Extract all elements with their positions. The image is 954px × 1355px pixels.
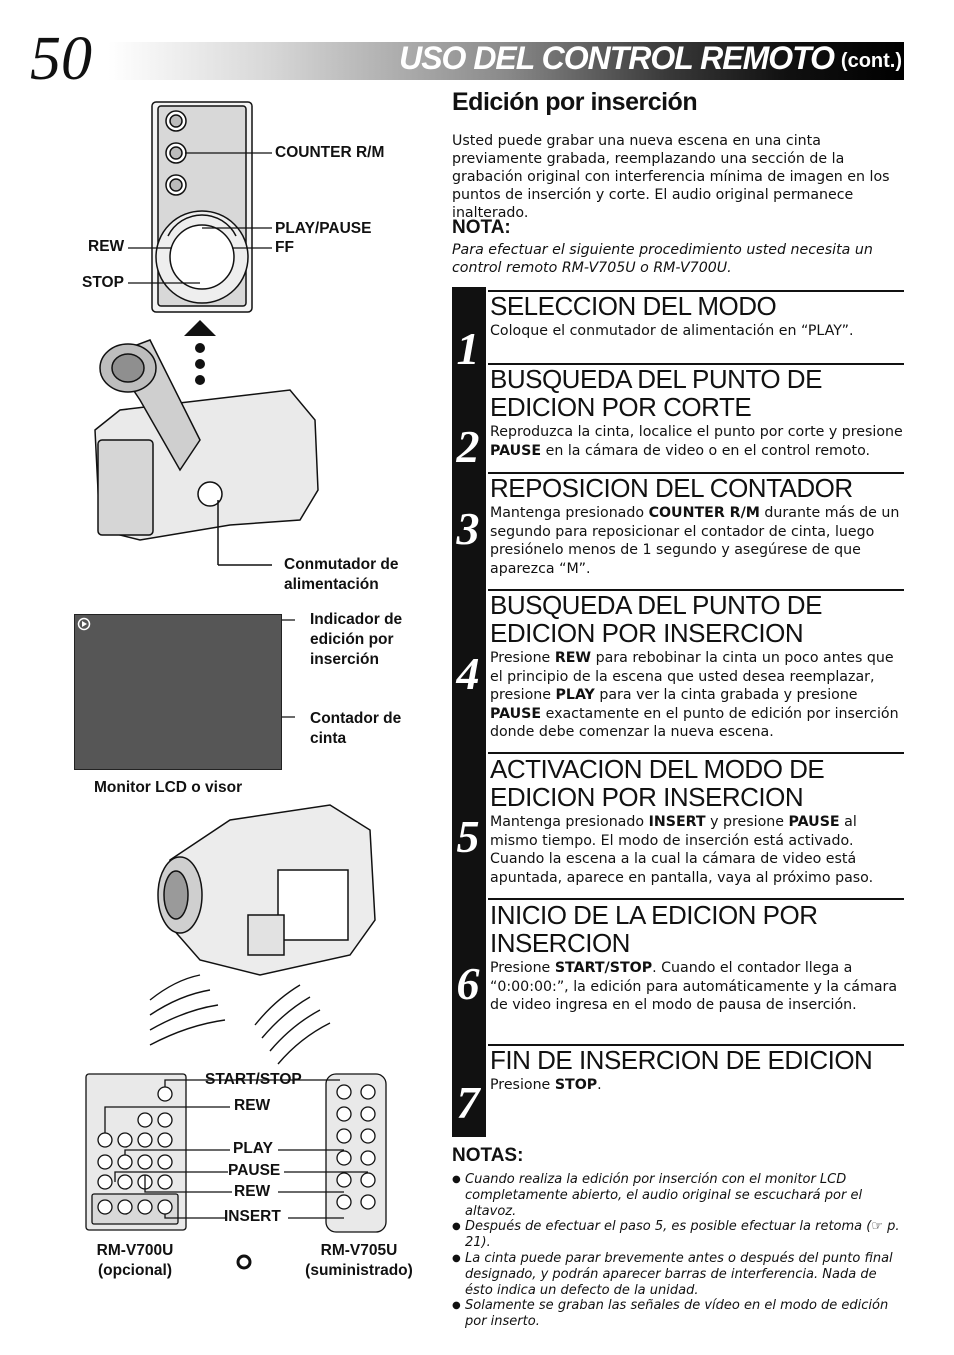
label-tape-counter: Contador de cinta xyxy=(310,710,402,747)
step-body: Presione REW para rebobinar la cinta un … xyxy=(490,649,904,742)
step-body: Presione START/STOP. Cuando el contador … xyxy=(490,959,904,1015)
step-text: Presione xyxy=(490,650,555,666)
label-monitor: Monitor LCD o visor xyxy=(94,779,243,796)
label-insert-indicator: Indicador de edición por inserción xyxy=(310,611,403,668)
step-text: . xyxy=(597,1077,602,1093)
or-circle-icon xyxy=(236,1254,252,1270)
camcorder-illustration xyxy=(94,339,319,566)
step-rule xyxy=(488,752,904,754)
label-ff: FF xyxy=(275,239,294,256)
step-keyword: PAUSE xyxy=(490,442,542,459)
label-start-stop: START/STOP xyxy=(205,1071,302,1088)
remote-rm-v705u-illustration xyxy=(325,1073,387,1233)
label-remote-rm-v700u: RM-V700U (opcional) xyxy=(96,1242,174,1279)
label-stop: STOP xyxy=(82,274,124,291)
step-number: 3 xyxy=(456,503,480,554)
step-text: para rebobinar la cinta un poco antes qu… xyxy=(490,650,894,703)
step-keyword: PAUSE xyxy=(490,705,542,722)
step-body: Mantenga presionado COUNTER R/M durante … xyxy=(490,504,904,578)
notas-list: Cuando realiza la edición por inserción … xyxy=(452,1172,902,1330)
step-text: durante más de un segundo para reposicio… xyxy=(490,505,900,577)
label-pause: PAUSE xyxy=(228,1162,281,1179)
signal-arrow-icon xyxy=(184,320,216,385)
label-counter-rm: COUNTER R/M xyxy=(275,144,385,161)
label-rew: REW xyxy=(88,238,125,255)
step-number: 7 xyxy=(456,1077,480,1128)
step-text: al mismo tiempo. El modo de inserción es… xyxy=(490,814,874,886)
step-body: Reproduzca la cinta, localice el punto p… xyxy=(490,423,904,460)
step-body: Mantenga presionado INSERT y presione PA… xyxy=(490,813,904,887)
step-title: INICIO DE LA EDICION POR INSERCION xyxy=(490,900,818,958)
header-bar xyxy=(108,42,904,80)
step-keyword: STOP xyxy=(554,1077,598,1093)
nota-item: Después de efectuar el paso 5, es posibl… xyxy=(452,1219,902,1251)
step-keyword: COUNTER R/M xyxy=(648,505,760,521)
label-power-switch: Conmutador de alimentación xyxy=(284,556,399,593)
label-rew-3: REW xyxy=(234,1183,271,1200)
step-title: BUSQUEDA DEL PUNTO DE EDICION POR INSERC… xyxy=(490,590,822,648)
step-text: Mantenga presionado xyxy=(490,505,649,521)
nota-item: Solamente se graban las señales de vídeo… xyxy=(452,1298,902,1330)
step-text: Reproduzca la cinta, localice el punto p… xyxy=(490,424,903,440)
page-title: USO DEL CONTROL REMOTO xyxy=(399,40,835,76)
step-keyword: START/STOP xyxy=(554,960,653,976)
step-number: 1 xyxy=(456,323,480,374)
step-number: 4 xyxy=(456,648,480,699)
step-keyword: INSERT xyxy=(648,814,706,830)
step-number: 6 xyxy=(456,958,480,1009)
steps-sidebar xyxy=(452,287,486,1137)
page-title-suffix: (cont.) xyxy=(840,50,902,72)
step-title: ACTIVACION DEL MODO DE EDICION POR INSER… xyxy=(490,754,825,812)
step-keyword: PAUSE xyxy=(788,814,840,830)
step-title: SELECCION DEL MODO xyxy=(490,291,777,321)
label-play: PLAY xyxy=(233,1140,273,1157)
step-text: para ver la cinta grabada y presione xyxy=(594,687,858,703)
lcd-monitor-screen xyxy=(74,614,282,770)
nota-item: Cuando realiza la edición por inserción … xyxy=(452,1172,902,1219)
step-rule xyxy=(488,589,904,591)
step-title: BUSQUEDA DEL PUNTO DE EDICION POR CORTE xyxy=(490,364,822,422)
section-title: Edición por inserción xyxy=(452,88,698,116)
step-number: 2 xyxy=(456,421,480,472)
infrared-waves-icon xyxy=(149,974,331,1065)
page-number: 50 xyxy=(30,25,92,93)
notas-heading: NOTAS: xyxy=(452,1145,524,1166)
remote-control-illustration xyxy=(151,101,253,313)
step-number: 5 xyxy=(456,811,480,862)
step-rule xyxy=(488,363,904,365)
label-rew-2: REW xyxy=(234,1097,271,1114)
step-keyword: REW xyxy=(554,650,592,666)
nota-heading: NOTA: xyxy=(452,217,511,238)
camcorder-illustration-2 xyxy=(157,804,376,976)
step-text: . Cuando el contador llega a “0:00:00:”,… xyxy=(490,960,898,1013)
step-rule xyxy=(488,898,904,900)
nota-item: La cinta puede parar brevemente antes o … xyxy=(452,1251,902,1298)
step-text: Coloque el conmutador de alimentación en… xyxy=(490,323,854,339)
step-rule xyxy=(488,1044,904,1046)
step-text: en la cámara de video o en el control re… xyxy=(541,442,871,459)
label-remote-rm-v705u: RM-V705U (suministrado) xyxy=(305,1242,413,1279)
intro-paragraph: Usted puede grabar una nueva escena en u… xyxy=(452,133,890,221)
step-text: Mantenga presionado xyxy=(490,814,649,830)
label-insert: INSERT xyxy=(224,1208,281,1225)
nota-text: Para efectuar el siguiente procedimiento… xyxy=(452,242,873,276)
step-title: REPOSICION DEL CONTADOR xyxy=(490,473,853,503)
step-keyword: PLAY xyxy=(555,687,595,703)
step-text: y presione xyxy=(705,814,789,830)
illustration-canvas xyxy=(85,101,387,1270)
label-play-pause: PLAY/PAUSE xyxy=(275,220,372,237)
remote-rm-v700u-illustration xyxy=(85,1073,187,1231)
step-rule xyxy=(488,472,904,474)
step-text: Presione xyxy=(490,1077,555,1093)
step-rule xyxy=(488,290,904,292)
step-title: FIN DE INSERCION DE EDICION xyxy=(490,1045,873,1075)
step-body: Coloque el conmutador de alimentación en… xyxy=(490,322,904,341)
step-text: exactamente en el punto de edición por i… xyxy=(490,705,899,741)
step-body: Presione STOP. xyxy=(490,1076,904,1095)
insert-indicator-icon xyxy=(77,617,91,631)
step-text: Presione xyxy=(490,960,555,976)
